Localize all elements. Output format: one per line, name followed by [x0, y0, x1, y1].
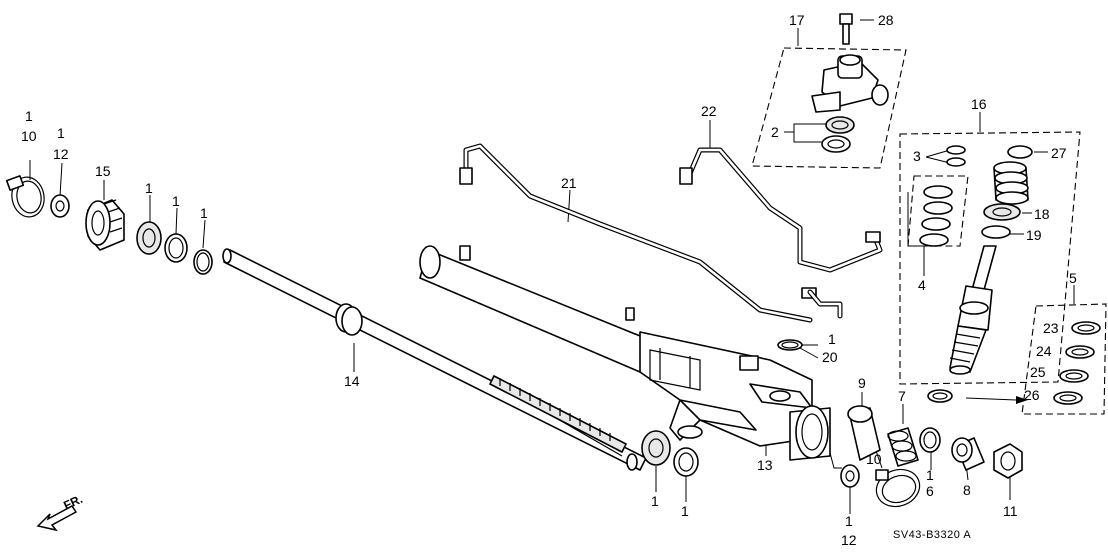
callout-3: 3	[913, 148, 921, 164]
callout-5: 5	[1069, 270, 1077, 286]
boot-band-clamp-left	[5, 175, 45, 218]
callout-26: 26	[1024, 387, 1040, 403]
callout-1: 1	[200, 205, 208, 221]
o-ring-kit	[927, 389, 953, 403]
callout-19: 19	[1026, 227, 1042, 243]
oil-seal-right-b	[673, 447, 699, 477]
callout-28: 28	[878, 12, 894, 28]
callout-11: 11	[1003, 503, 1018, 519]
seal-23	[1071, 321, 1101, 335]
seal-kit-group-box	[1021, 303, 1107, 415]
oil-seal-right-a	[641, 430, 671, 466]
callout-22: 22	[701, 103, 717, 119]
bearing-18	[983, 203, 1021, 221]
bearing-valve	[821, 135, 851, 153]
gearbox-housing	[419, 245, 831, 461]
callout-1: 1	[145, 180, 153, 196]
feed-pipe-b	[679, 147, 883, 319]
lock-nut-11	[993, 443, 1023, 479]
callout-10: 10	[21, 128, 37, 144]
seal-25	[1059, 369, 1089, 383]
seal-26	[1053, 391, 1083, 405]
front-direction-arrow: FR.	[36, 492, 85, 532]
callout-17: 17	[789, 12, 805, 28]
bolt-28	[839, 13, 853, 45]
seal-24	[1065, 345, 1095, 359]
o-ring-left	[193, 249, 213, 275]
front-direction-label: FR.	[61, 492, 84, 513]
leader-lines	[29, 19, 1075, 514]
callout-1: 1	[25, 108, 33, 124]
callout-4: 4	[918, 277, 926, 293]
callout-16: 16	[971, 96, 987, 112]
callout-8: 8	[963, 482, 971, 498]
callout-numbers: 1 10 1 12 15 1 1 1 14 21 22 17 28 2 16 3…	[21, 12, 1077, 548]
diagram-code: SV43-B3320 A	[893, 529, 971, 541]
oil-seal-left-b	[164, 233, 188, 263]
boot-band-clamp-right	[875, 468, 921, 508]
callout-9: 9	[858, 375, 866, 391]
callout-1: 1	[845, 513, 853, 529]
callout-18: 18	[1034, 206, 1050, 222]
seal-ring-set-4	[907, 175, 969, 247]
callout-1: 1	[926, 467, 934, 483]
rack-guide-spring-7	[887, 427, 919, 467]
valve-body-group-box	[751, 47, 907, 169]
seal-19	[981, 225, 1011, 239]
callout-1: 1	[172, 193, 180, 209]
o-ring-20	[777, 339, 803, 351]
o-ring-6	[919, 427, 941, 453]
pinion-group-box	[899, 131, 1081, 385]
callout-20: 20	[822, 349, 838, 365]
callout-21: 21	[561, 175, 577, 191]
spring-washer-stack	[993, 161, 1029, 205]
callout-27: 27	[1051, 145, 1067, 161]
callout-25: 25	[1030, 364, 1046, 380]
arrow-to-seal-kit	[965, 396, 1028, 404]
oil-seal-valve	[825, 116, 855, 134]
valve-body	[811, 54, 889, 113]
callout-1: 1	[57, 125, 65, 141]
callout-12: 12	[841, 532, 857, 548]
seal-27	[1007, 145, 1033, 159]
oil-seal-left-a	[136, 221, 162, 255]
callout-13: 13	[757, 457, 773, 473]
callout-23: 23	[1043, 320, 1059, 336]
callout-1: 1	[681, 503, 689, 519]
tie-rod-end-seal-left	[50, 194, 70, 218]
seal-ring-set-3	[946, 145, 966, 167]
callout-24: 24	[1036, 343, 1052, 359]
callout-6: 6	[926, 483, 934, 499]
callout-10: 10	[866, 451, 882, 467]
callout-1: 1	[828, 331, 836, 347]
callout-1: 1	[651, 493, 659, 509]
callout-14: 14	[344, 373, 360, 389]
tie-rod-end-seal-right	[840, 464, 860, 488]
pinion-shaft	[949, 245, 997, 375]
callout-15: 15	[95, 163, 111, 179]
callout-12: 12	[53, 146, 69, 162]
rack-guide-9	[847, 405, 881, 461]
callout-7: 7	[898, 388, 906, 404]
rack-guide-bushing	[85, 199, 125, 251]
rack-guide-screw-8	[951, 437, 985, 471]
callout-2: 2	[771, 124, 779, 140]
